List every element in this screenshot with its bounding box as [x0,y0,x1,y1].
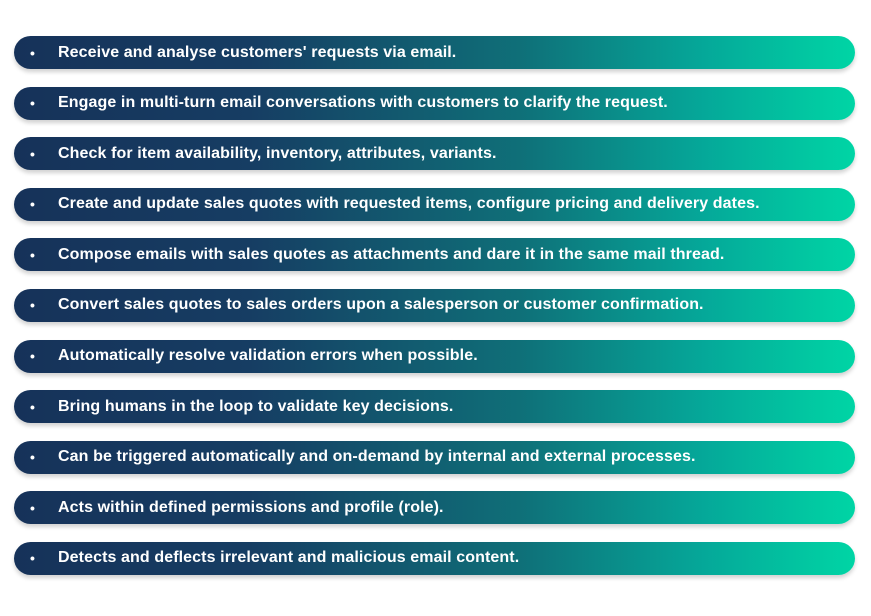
bullet-icon: • [30,145,36,162]
bullet-icon: • [30,44,36,61]
list-item-6: • Convert sales quotes to sales orders u… [14,288,855,322]
list-item-label: Bring humans in the loop to validate key… [58,397,454,415]
bullet-icon: • [30,449,36,466]
list-item-11: • Detects and deflects irrelevant and ma… [14,541,855,575]
bullet-icon: • [30,196,36,213]
list-item-label: Check for item availability, inventory, … [58,144,497,162]
list-item-5: • Compose emails with sales quotes as at… [14,238,855,272]
bullet-icon: • [30,297,36,314]
list-item-label: Can be triggered automatically and on-de… [58,448,696,466]
list-item-7: • Automatically resolve validation error… [14,339,855,373]
list-item-label: Compose emails with sales quotes as atta… [58,245,725,263]
list-item-1: • Receive and analyse customers' request… [14,36,855,69]
bullet-icon: • [30,246,36,263]
list-item-9: • Can be triggered automatically and on-… [14,440,855,474]
list-item-2: • Engage in multi-turn email conversatio… [14,86,855,120]
list-item-10: • Acts within defined permissions and pr… [14,491,855,525]
list-item-8: • Bring humans in the loop to validate k… [14,390,855,424]
list-item-3: • Check for item availability, inventory… [14,137,855,171]
bullet-icon: • [30,398,36,415]
list-item-label: Detects and deflects irrelevant and mali… [58,549,520,567]
list-item-label: Engage in multi-turn email conversations… [58,94,668,112]
bullet-icon: • [30,348,36,365]
bullet-icon: • [30,95,36,112]
list-item-label: Receive and analyse customers' requests … [58,43,457,61]
capability-list: • Receive and analyse customers' request… [14,36,855,593]
bullet-icon: • [30,550,36,567]
bullet-icon: • [30,499,36,516]
list-item-4: • Create and update sales quotes with re… [14,187,855,221]
list-item-label: Convert sales quotes to sales orders upo… [58,296,704,314]
list-item-label: Acts within defined permissions and prof… [58,498,444,516]
list-item-label: Automatically resolve validation errors … [58,347,478,365]
list-item-label: Create and update sales quotes with requ… [58,195,760,213]
